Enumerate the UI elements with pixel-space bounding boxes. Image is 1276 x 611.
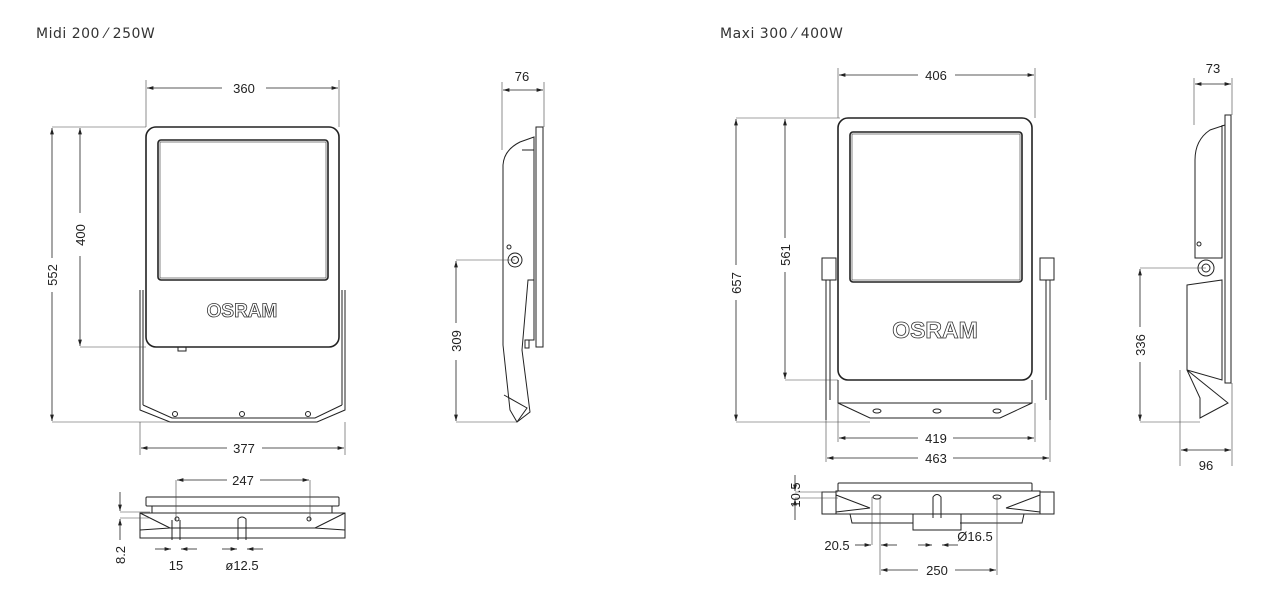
midi-height-total-label: 552 <box>45 264 60 286</box>
maxi-osram-logo: OSRAM <box>892 317 978 343</box>
maxi-height-total-label: 657 <box>729 272 744 294</box>
midi-osram-logo: OSRAM <box>207 301 278 322</box>
maxi-front-dimensions: 406 657 561 419 463 <box>729 68 1051 466</box>
maxi-title: Maxi 300 ⁄ 400W <box>720 26 844 42</box>
maxi-pivot-height-label: 336 <box>1133 334 1148 356</box>
midi-side-dimensions: 76 309 <box>449 69 545 423</box>
maxi-slot-label: 20.5 <box>824 538 849 553</box>
maxi-width-label: 406 <box>925 68 947 83</box>
maxi-front-view: OSRAM <box>821 117 1055 420</box>
midi-pivot-height-label: 309 <box>449 330 464 352</box>
maxi-side-view <box>1186 114 1232 419</box>
midi-slot-label: 15 <box>169 558 183 573</box>
midi-bottom-dimensions: 247 8.2 15 ø12.5 <box>113 473 311 573</box>
midi-height-body-label: 400 <box>73 224 88 246</box>
maxi-bracket-depth-label: 96 <box>1199 458 1213 473</box>
maxi-hole-spacing-label: 250 <box>926 563 948 578</box>
maxi-height-body-label: 561 <box>778 244 793 266</box>
maxi-hole-diameter-label: Ø16.5 <box>957 529 992 544</box>
maxi-offset-label: 10.5 <box>788 482 803 507</box>
maxi-bottom-view <box>821 482 1055 531</box>
midi-depth-label: 76 <box>515 69 529 84</box>
midi-side-view <box>502 126 544 423</box>
midi-bracket-width-label: 377 <box>233 441 255 456</box>
midi-bottom-view <box>139 496 346 540</box>
midi-title: Midi 200 ⁄ 250W <box>36 26 156 42</box>
midi-front-view: OSRAM <box>139 126 346 423</box>
maxi-bracket-outer-label: 463 <box>925 451 947 466</box>
midi-width-label: 360 <box>233 81 255 96</box>
midi-hole-spacing-label: 247 <box>232 473 254 488</box>
midi-offset-label: 8.2 <box>113 546 128 564</box>
maxi-bottom-dimensions: 10.5 20.5 Ø16.5 250 <box>788 475 998 578</box>
maxi-depth-label: 73 <box>1206 61 1220 76</box>
maxi-side-dimensions: 73 336 96 <box>1133 61 1233 473</box>
midi-front-dimensions: 360 552 400 377 <box>45 80 346 456</box>
midi-hole-diameter-label: ø12.5 <box>225 558 258 573</box>
maxi-bracket-inner-label: 419 <box>925 431 947 446</box>
